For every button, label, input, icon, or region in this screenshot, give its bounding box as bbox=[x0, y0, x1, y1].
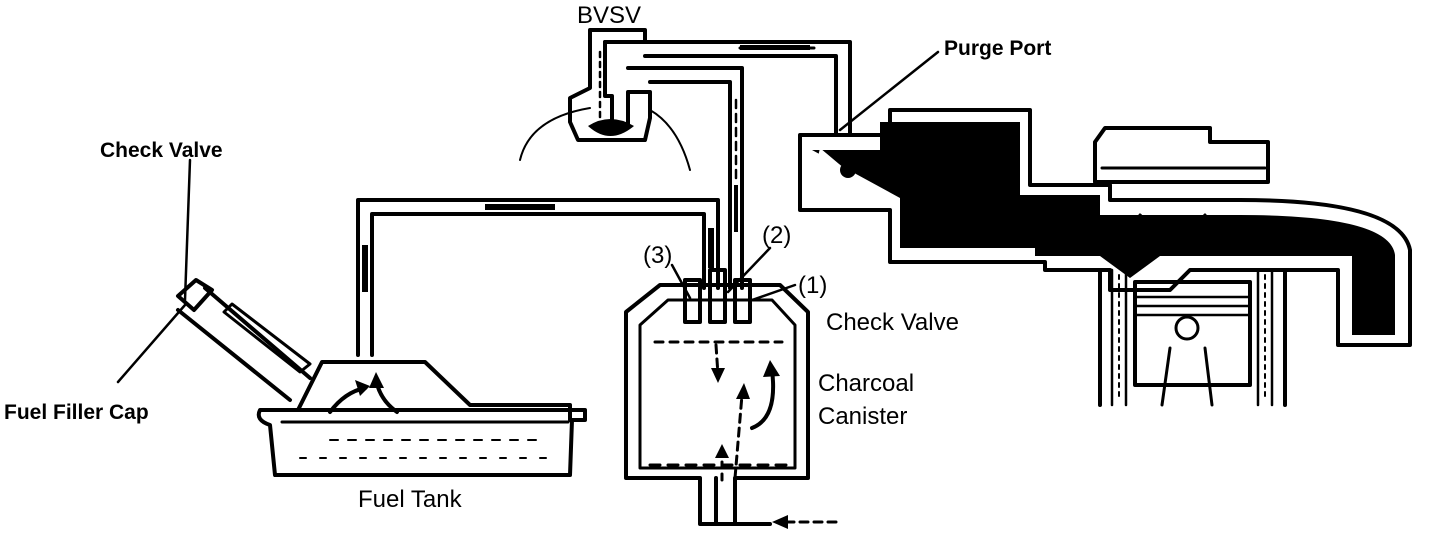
charcoal-label: Charcoal bbox=[818, 370, 914, 397]
intake-manifold bbox=[798, 108, 1412, 347]
bvsv-valve bbox=[519, 28, 691, 171]
leader-lines bbox=[116, 50, 940, 384]
purge-port-label: Purge Port bbox=[944, 37, 1051, 60]
port-1-label: (1) bbox=[798, 272, 827, 299]
port-2-label: (2) bbox=[762, 222, 791, 249]
tank-vapor-line bbox=[356, 198, 720, 357]
check-valve-right-label: Check Valve bbox=[826, 309, 959, 336]
engine-cylinder bbox=[1098, 268, 1287, 407]
filler-neck bbox=[176, 278, 312, 402]
bvsv-label: BVSV bbox=[577, 2, 641, 29]
purge-line-upper bbox=[603, 40, 852, 137]
canister-label: Canister bbox=[818, 403, 907, 430]
piston bbox=[1133, 280, 1252, 407]
vapor-flow-arrows-tank bbox=[328, 372, 399, 414]
canister-to-bvsv-line bbox=[626, 66, 744, 290]
fuel-tank bbox=[256, 360, 587, 477]
fuel-tank-label: Fuel Tank bbox=[358, 486, 463, 513]
fuel-filler-cap-label: Fuel Filler Cap bbox=[4, 401, 149, 424]
check-valve-left-label: Check Valve bbox=[100, 139, 223, 162]
port-3-label: (3) bbox=[643, 242, 672, 269]
cylinder-head bbox=[1093, 126, 1270, 184]
vapor-flow-arrows-canister bbox=[711, 343, 780, 482]
charcoal-canister bbox=[624, 268, 840, 529]
